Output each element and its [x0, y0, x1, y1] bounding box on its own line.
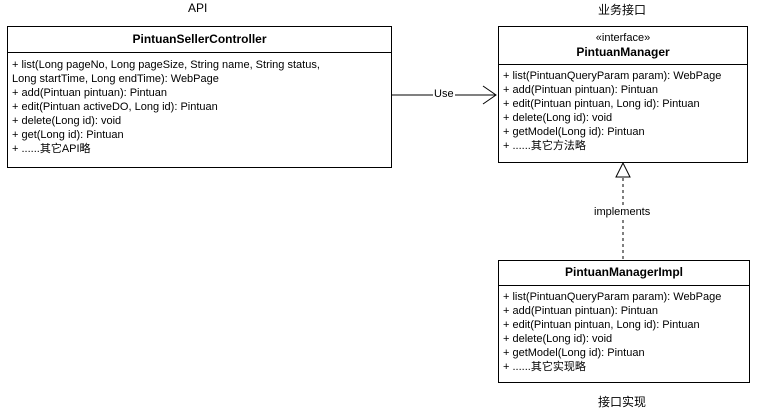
controller-method: + get(Long id): Pintuan — [12, 129, 124, 141]
manager-stereotype: «interface» — [595, 32, 651, 44]
controller-method: + edit(Pintuan activeDO, Long id): Pintu… — [12, 101, 218, 113]
manager-method: + list(PintuanQueryParam param): WebPage — [503, 70, 722, 82]
manager-method: + edit(Pintuan pintuan, Long id): Pintua… — [503, 98, 700, 110]
manager-method: + delete(Long id): void — [503, 112, 613, 124]
controller-method: + delete(Long id): void — [12, 115, 122, 127]
controller-method: + ......其它API略 — [12, 143, 91, 155]
controller-method-list: + list(Long pageNo, Long pageSize, Strin… — [8, 53, 391, 156]
manager-method: + getModel(Long id): Pintuan — [503, 126, 645, 138]
use-edge-label: Use — [433, 88, 455, 101]
impl-class-name: PintuanManagerImpl — [564, 265, 683, 279]
manager-method: + ......其它方法略 — [503, 140, 586, 152]
impl-method-list: + list(PintuanQueryParam param): WebPage… — [499, 286, 749, 374]
caption-business-interface: 业务接口 — [598, 3, 647, 17]
impl-method: + delete(Long id): void — [503, 333, 613, 345]
caption-api: API — [188, 1, 208, 15]
caption-interface-impl: 接口实现 — [598, 395, 647, 409]
implements-edge-label: implements — [593, 206, 652, 219]
manager-interface-name: PintuanManager — [576, 45, 670, 59]
controller-method: + add(Pintuan pintuan): Pintuan — [12, 87, 168, 99]
controller-method: + list(Long pageNo, Long pageSize, Strin… — [12, 59, 320, 71]
controller-class-name: PintuanSellerController — [132, 32, 267, 46]
impl-method: + add(Pintuan pintuan): Pintuan — [503, 305, 659, 317]
manager-method-list: + list(PintuanQueryParam param): WebPage… — [499, 65, 747, 153]
impl-method: + ......其它实现略 — [503, 361, 586, 373]
impl-class-header: PintuanManagerImpl — [499, 261, 749, 286]
impl-method: + list(PintuanQueryParam param): WebPage — [503, 291, 722, 303]
controller-method: Long startTime, Long endTime): WebPage — [12, 73, 219, 85]
manager-interface-header: «interface» PintuanManager — [499, 27, 747, 65]
manager-method: + add(Pintuan pintuan): Pintuan — [503, 84, 659, 96]
implements-edge-triangle — [615, 161, 631, 178]
impl-method: + edit(Pintuan pintuan, Long id): Pintua… — [503, 319, 700, 331]
manager-interface-box: «interface» PintuanManager + list(Pintua… — [498, 26, 748, 163]
impl-method: + getModel(Long id): Pintuan — [503, 347, 645, 359]
use-edge-arrowhead — [482, 85, 497, 105]
controller-class-header: PintuanSellerController — [8, 27, 391, 53]
impl-class-box: PintuanManagerImpl + list(PintuanQueryPa… — [498, 260, 750, 383]
controller-class-box: PintuanSellerController + list(Long page… — [7, 26, 392, 168]
